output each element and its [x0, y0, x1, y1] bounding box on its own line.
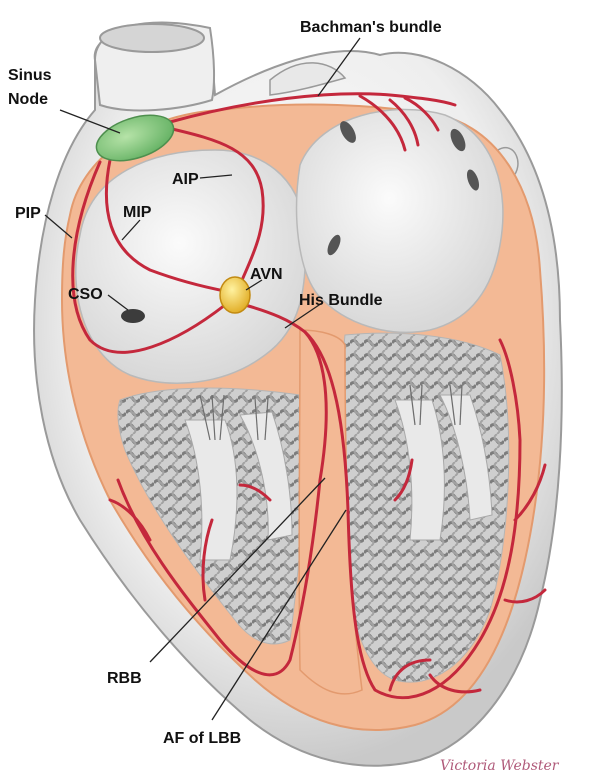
label-mip: MIP [123, 204, 152, 221]
label-sinus-node-line2: Node [8, 91, 48, 108]
label-pip: PIP [15, 205, 41, 222]
vessel-opening [100, 24, 204, 52]
label-his-bundle: His Bundle [299, 292, 383, 309]
label-avn: AVN [250, 266, 283, 283]
label-rbb: RBB [107, 670, 142, 687]
artist-signature: Victoria Webster [440, 758, 560, 774]
label-bachmans-bundle: Bachman's bundle [300, 19, 442, 36]
label-cso: CSO [68, 286, 103, 303]
av-node [220, 277, 250, 313]
label-af-of-lbb: AF of LBB [163, 730, 241, 747]
label-sinus-node-line1: Sinus [8, 67, 52, 84]
label-aip: AIP [172, 171, 199, 188]
coronary-sinus-ostium [121, 309, 145, 323]
